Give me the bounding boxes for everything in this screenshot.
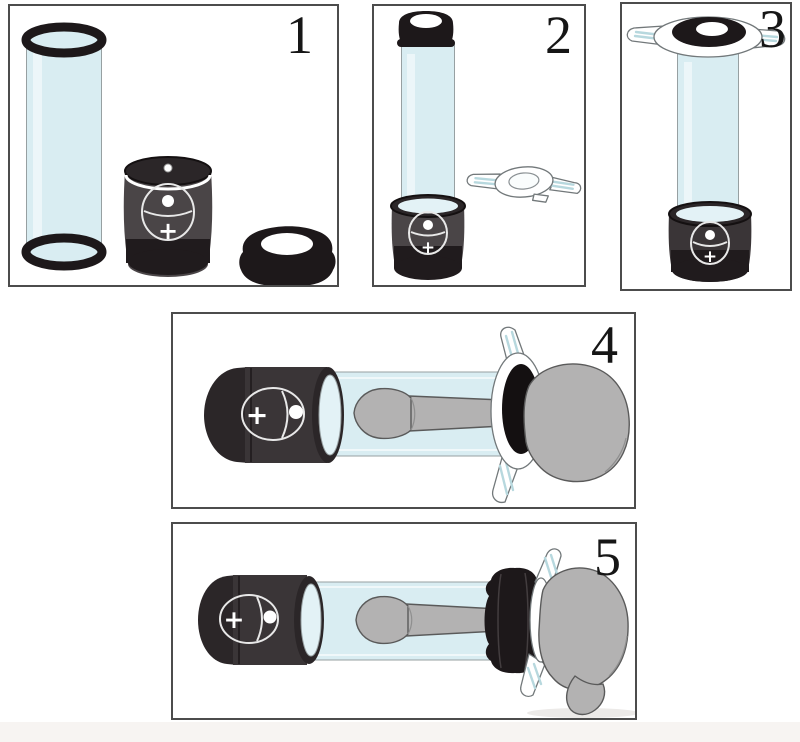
tube-top-rim bbox=[21, 22, 107, 58]
control-pad-outline bbox=[141, 183, 195, 241]
control-pad-outline bbox=[219, 594, 279, 644]
step-panel-2: 2 + bbox=[372, 4, 586, 287]
tube-with-motor: + bbox=[390, 11, 466, 280]
clear-cylinder-tube bbox=[21, 22, 107, 271]
control-pad-outline bbox=[690, 221, 730, 265]
wing-bottom bbox=[520, 653, 546, 698]
step-number: 3 bbox=[759, 0, 786, 59]
plus-button-icon: + bbox=[246, 400, 269, 431]
step-panel-3: 3 bbox=[620, 2, 792, 291]
plus-button-icon: + bbox=[158, 217, 178, 245]
power-button-icon bbox=[705, 230, 715, 240]
plus-button-icon: + bbox=[224, 605, 245, 634]
sack bbox=[565, 675, 606, 716]
power-button-icon bbox=[289, 405, 303, 419]
shaft bbox=[408, 395, 504, 432]
comfort-wing-pad bbox=[466, 166, 582, 203]
power-button-icon bbox=[423, 220, 433, 230]
sleeve-cap-on-tube bbox=[397, 11, 455, 47]
step-3-illustration: + bbox=[626, 16, 786, 282]
watermark-band bbox=[0, 722, 800, 742]
body-pressed-to-sleeve bbox=[538, 567, 629, 716]
step-number: 4 bbox=[591, 315, 618, 375]
sleeve-opening bbox=[696, 22, 728, 36]
rubber-sleeve-ring bbox=[239, 226, 336, 285]
tube-bottom-rim bbox=[21, 233, 107, 271]
sleeve-opening bbox=[261, 233, 313, 255]
step-number: 1 bbox=[286, 5, 313, 65]
clear-cylinder-tube bbox=[677, 46, 739, 216]
inserted-shaft bbox=[355, 595, 500, 645]
step-panel-1: 1 + bbox=[8, 4, 339, 287]
pump-motor-unit: + bbox=[198, 575, 324, 665]
glans bbox=[353, 387, 412, 440]
step-5-illustration: + bbox=[198, 548, 635, 718]
step-1-illustration: + bbox=[21, 22, 336, 285]
sleeve-opening bbox=[410, 14, 442, 28]
control-pad-outline bbox=[408, 211, 448, 255]
comfort-wing-pad bbox=[626, 16, 786, 58]
pump-motor-unit: + bbox=[668, 201, 752, 282]
glans bbox=[355, 595, 409, 645]
step-number: 5 bbox=[594, 527, 621, 587]
pad-tab bbox=[531, 193, 549, 203]
step-2-illustration: + bbox=[390, 11, 582, 280]
control-pad-outline bbox=[241, 387, 305, 441]
step-panel-4: 4 + bbox=[171, 312, 636, 509]
inserted-shaft bbox=[353, 387, 504, 440]
step-4-illustration: + bbox=[204, 326, 630, 504]
step-panel-5: 5 + bbox=[171, 522, 637, 720]
air-valve-pin bbox=[163, 163, 173, 173]
plus-button-icon: + bbox=[703, 247, 717, 267]
body bbox=[538, 567, 629, 691]
body bbox=[523, 363, 630, 483]
pad-hole bbox=[508, 172, 540, 190]
plus-button-icon: + bbox=[421, 238, 435, 258]
power-button-icon bbox=[162, 195, 174, 207]
rubber-sleeve-sealed bbox=[484, 567, 543, 674]
power-button-icon bbox=[263, 610, 277, 624]
pump-motor-unit: + bbox=[123, 156, 213, 277]
pump-motor-unit: + bbox=[204, 367, 344, 463]
step-number: 2 bbox=[545, 5, 572, 65]
body-pressed-to-pad bbox=[523, 363, 630, 483]
